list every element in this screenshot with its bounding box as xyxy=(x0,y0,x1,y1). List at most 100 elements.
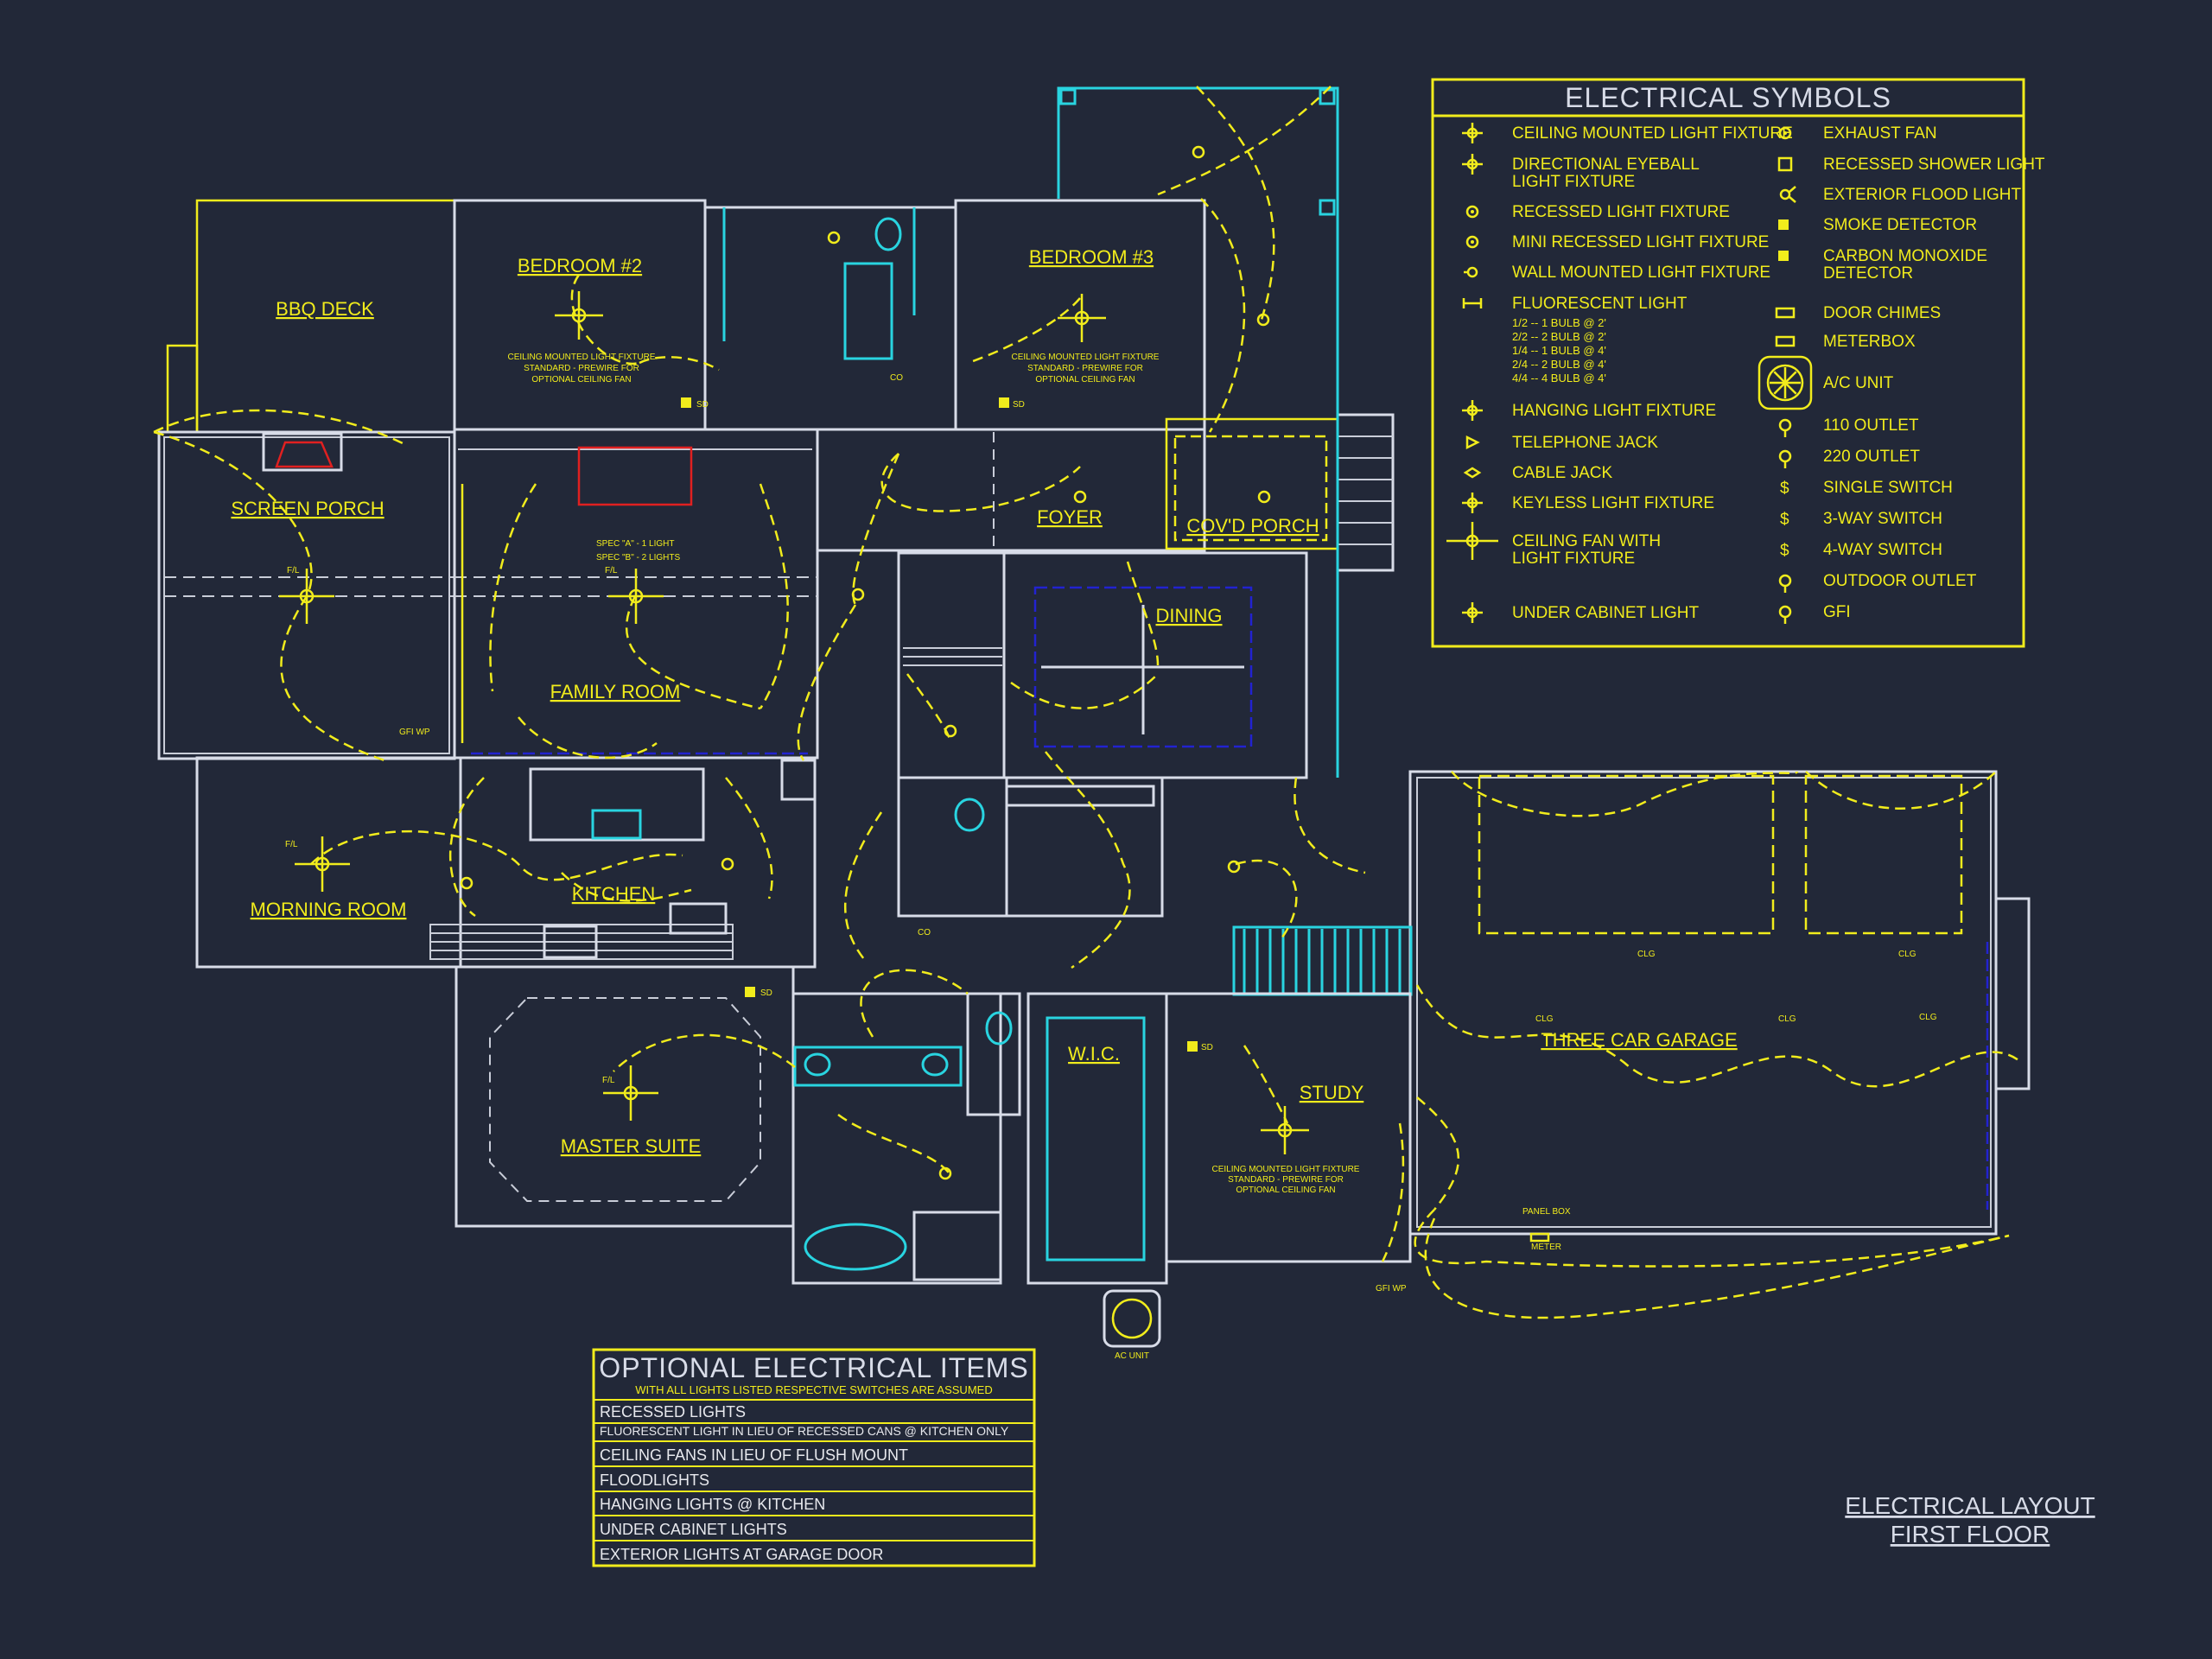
legend-label: RECESSED LIGHT FIXTURE xyxy=(1512,203,1730,221)
recessed-light-icon xyxy=(1227,860,1241,874)
legend-label: RECESSED SHOWER LIGHT xyxy=(1823,156,2045,174)
note-fl-family: F/L xyxy=(605,566,618,575)
note-clg-5: CLG xyxy=(1919,1013,1937,1022)
legend-label-line2: DETECTOR xyxy=(1823,264,1913,283)
legend-label: CEILING MOUNTED LIGHT FIXTURE xyxy=(1512,124,1793,143)
smoke-detector-icon xyxy=(681,397,691,408)
ceiling-fan-icon xyxy=(603,1065,658,1121)
room-label-bbq-deck: BBQ DECK xyxy=(276,298,374,320)
recessed-light-icon xyxy=(460,876,474,890)
note-study-line1: CEILING MOUNTED LIGHT FIXTURE xyxy=(1212,1165,1360,1174)
legend-label: WALL MOUNTED LIGHT FIXTURE xyxy=(1512,264,1770,282)
note-bedroom2-line2: STANDARD - PREWIRE FOR xyxy=(524,364,639,373)
legend-label: SMOKE DETECTOR xyxy=(1823,216,1977,234)
floor-plan-walls xyxy=(157,86,2031,1348)
electrical-symbols-legend: ELECTRICAL SYMBOLS xyxy=(1431,78,2025,648)
ceiling-light-icon xyxy=(1462,123,1483,143)
telephone-jack-icon xyxy=(1465,435,1480,450)
legend-label: 3-WAY SWITCH xyxy=(1823,510,1942,528)
wiring-runs xyxy=(153,86,2023,1319)
sheet-title-line2: FIRST FLOOR xyxy=(1891,1521,2050,1548)
exhaust-fan-icon xyxy=(1778,126,1792,140)
ceiling-fan-icon xyxy=(1058,294,1106,342)
room-label-morning-room: MORNING ROOM xyxy=(251,899,407,920)
optional-item: FLUORESCENT LIGHT IN LIEU OF RECESSED CA… xyxy=(600,1424,1009,1438)
room-label-screen-porch: SCREEN PORCH xyxy=(231,498,384,519)
legend-label: SINGLE SWITCH xyxy=(1823,479,1953,497)
note-fl-morning: F/L xyxy=(285,840,298,849)
note-sd-2: SD xyxy=(1013,400,1025,410)
room-label-kitchen: KITCHEN xyxy=(572,883,656,905)
recessed-light-icon xyxy=(851,588,865,601)
legend-label: OUTDOOR OUTLET xyxy=(1823,572,1977,590)
note-co-2: CO xyxy=(918,928,931,938)
legend-title: ELECTRICAL SYMBOLS xyxy=(1565,82,1891,113)
note-spec-a: SPEC "A" - 1 LIGHT xyxy=(596,539,674,549)
optional-title: OPTIONAL ELECTRICAL ITEMS xyxy=(599,1352,1028,1383)
note-meter: METER xyxy=(1531,1243,1561,1252)
note-sd-3: SD xyxy=(760,988,772,998)
fluorescent-icon xyxy=(1462,298,1483,308)
ceiling-fan-icon xyxy=(555,291,603,340)
fluorescent-sub-item: 1/4 -- 1 BULB @ 4' xyxy=(1512,344,1606,357)
single-switch-icon: $ xyxy=(1780,480,1789,498)
legend-label: A/C UNIT xyxy=(1823,374,1894,392)
legend-label: 4-WAY SWITCH xyxy=(1823,541,1942,559)
note-gfi-wp-porch: GFI WP xyxy=(399,728,430,737)
four-way-switch-icon: $ xyxy=(1780,542,1789,560)
hanging-light-icon xyxy=(1462,400,1483,421)
note-study-line2: STANDARD - PREWIRE FOR xyxy=(1228,1175,1344,1185)
cable-jack-icon xyxy=(1463,467,1482,479)
room-label-master-suite: MASTER SUITE xyxy=(561,1135,702,1157)
recessed-light-icon xyxy=(1465,205,1479,219)
recessed-light-icon xyxy=(938,1166,952,1180)
smoke-detector-icon xyxy=(1187,1041,1198,1052)
note-study-line3: OPTIONAL CEILING FAN xyxy=(1236,1185,1335,1195)
note-clg-3: CLG xyxy=(1535,1014,1554,1024)
legend-label: CARBON MONOXIDE xyxy=(1823,247,1987,265)
plan-notes: CEILING MOUNTED LIGHT FIXTURE STANDARD -… xyxy=(285,353,1937,1361)
meterbox-icon xyxy=(1529,1232,1550,1243)
optional-item: UNDER CABINET LIGHTS xyxy=(600,1521,787,1538)
room-label-bedroom-2: BEDROOM #2 xyxy=(518,255,642,276)
smoke-detector-icon xyxy=(999,397,1009,408)
legend-label: HANGING LIGHT FIXTURE xyxy=(1512,402,1716,420)
room-label-bedroom-3: BEDROOM #3 xyxy=(1029,246,1154,268)
legend-label: EXHAUST FAN xyxy=(1823,124,1937,143)
note-bedroom3-line1: CEILING MOUNTED LIGHT FIXTURE xyxy=(1012,353,1160,362)
optional-item: HANGING LIGHTS @ KITCHEN xyxy=(600,1496,825,1513)
recessed-light-icon xyxy=(1257,490,1271,504)
flood-light-icon xyxy=(1779,186,1796,203)
svg-text:$: $ xyxy=(1780,480,1789,498)
ceiling-fan-icon xyxy=(279,569,334,624)
recessed-light-icon xyxy=(1256,313,1270,327)
ceiling-fan-icon xyxy=(295,836,350,892)
plumbing-fixtures xyxy=(722,207,1013,1077)
svg-text:$: $ xyxy=(1780,542,1789,560)
door-chimes-icon xyxy=(1775,307,1796,319)
recessed-light-icon xyxy=(1073,490,1087,504)
optional-subtitle: WITH ALL LIGHTS LISTED RESPECTIVE SWITCH… xyxy=(635,1383,992,1396)
legend-label: METERBOX xyxy=(1823,333,1916,351)
note-bedroom2-line3: OPTIONAL CEILING FAN xyxy=(531,375,631,385)
legend-label: TELEPHONE JACK xyxy=(1512,434,1658,452)
smoke-detector-icon xyxy=(1778,219,1789,230)
recessed-light-icon xyxy=(1192,145,1205,159)
plan-fixture-symbols xyxy=(279,145,1550,1243)
note-co-1: CO xyxy=(890,373,903,383)
recessed-light-icon xyxy=(944,724,957,738)
legend-label: 110 OUTLET xyxy=(1823,416,1919,435)
legend-label: UNDER CABINET LIGHT xyxy=(1512,604,1699,622)
legend-label: DIRECTIONAL EYEBALL xyxy=(1512,156,1700,174)
note-bedroom2-line1: CEILING MOUNTED LIGHT FIXTURE xyxy=(508,353,656,362)
note-clg-1: CLG xyxy=(1637,950,1656,959)
note-fl-screen-porch: F/L xyxy=(287,566,300,575)
room-labels: BBQ DECK BEDROOM #2 BEDROOM #3 SCREEN PO… xyxy=(231,246,1737,1157)
optional-item: RECESSED LIGHTS xyxy=(600,1403,746,1421)
shower-light-icon xyxy=(1777,156,1793,172)
note-spec-b: SPEC "B" - 2 LIGHTS xyxy=(596,553,680,563)
legend-label: CABLE JACK xyxy=(1512,464,1612,482)
room-label-foyer: FOYER xyxy=(1037,506,1103,528)
